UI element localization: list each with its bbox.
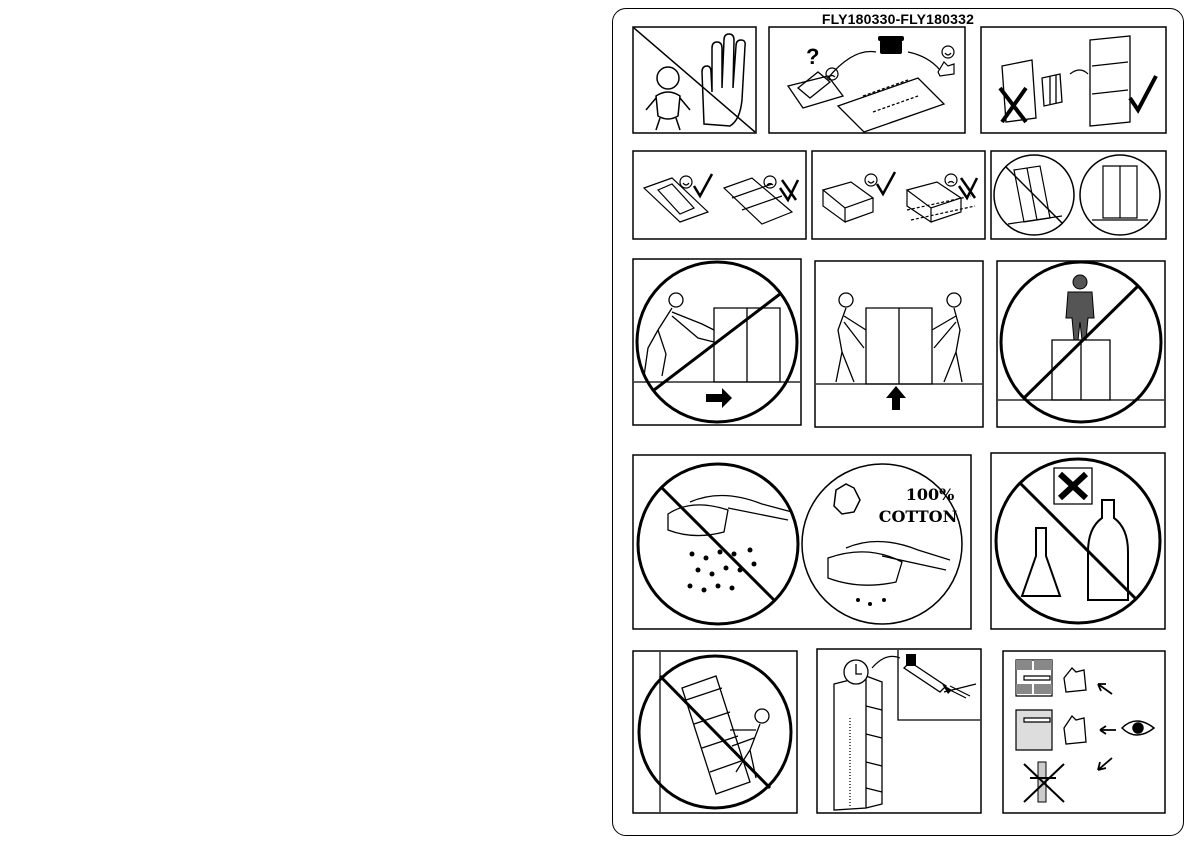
standing-person-icon [1066, 275, 1094, 340]
person-icon [839, 293, 853, 307]
level-floor-panel [990, 150, 1167, 240]
pointer-arrow-icon [872, 656, 900, 668]
check-mark-icon [877, 172, 895, 194]
arrow-right-icon [706, 388, 732, 408]
cross-mark-icon [1000, 88, 1026, 122]
question-mark-icon: ? [806, 44, 819, 69]
thumbs-up-icon [1064, 668, 1086, 692]
assemble-on-soft-surface-phone-help-panel: ? [768, 26, 966, 134]
assemble-on-carpet-panel [632, 150, 807, 240]
wet-sponge-hand-icon [668, 495, 792, 535]
wall-anchor-panel [816, 648, 982, 814]
manual-icon [1042, 74, 1062, 106]
instruction-sheet: FLY180330-FLY180332 [612, 8, 1184, 836]
cross-mark-icon [1060, 474, 1086, 498]
do-not-push-panel [632, 258, 802, 426]
allowed-circle [802, 464, 962, 624]
smiley-face-icon [942, 46, 954, 58]
prohibition-circle [639, 656, 791, 808]
thumbs-up-icon [938, 62, 954, 76]
upright-wardrobe-icon [1092, 166, 1148, 220]
prohibition-circle [996, 459, 1160, 623]
cleaning-instructions-panel: 100% COTTON [632, 454, 972, 630]
trash-bin-icon [1002, 60, 1036, 122]
cross-mark-icon [1024, 764, 1064, 802]
prohibition-circle [637, 262, 797, 422]
water-drops-icon [687, 547, 757, 593]
tip-over-warning-panel [632, 650, 798, 814]
sad-face-icon [826, 68, 838, 80]
flask-icon [1022, 528, 1060, 596]
thumbs-up-icon [1064, 716, 1086, 744]
sad-face-icon [764, 176, 776, 188]
arrow-up-icon [886, 386, 906, 410]
prohibition-circle [638, 464, 798, 624]
check-mark-icon [694, 174, 712, 196]
arrow-down-left-icon [1098, 758, 1112, 770]
person-icon [669, 293, 683, 307]
two-person-lift-panel [814, 260, 984, 428]
hazard-label-icon [1054, 468, 1092, 504]
no-chemicals-panel [990, 452, 1166, 630]
person-icon [947, 293, 961, 307]
smiley-face-icon [680, 176, 692, 188]
tilted-wardrobe-icon [1008, 166, 1062, 224]
arrow-up-left-icon [1098, 684, 1112, 694]
stop-hand-icon [702, 34, 745, 126]
sad-face-icon [945, 174, 957, 186]
bottle-icon [1088, 500, 1128, 600]
assemble-on-floor-panel [811, 150, 986, 240]
keep-away-from-children-panel [632, 26, 757, 134]
baby-icon [646, 67, 690, 130]
keep-instructions-panel [980, 26, 1167, 134]
leather-icon [834, 484, 860, 514]
arrow-left-icon [1100, 726, 1116, 734]
brick-wall-icon [1016, 660, 1052, 696]
check-wall-type-panel [1002, 650, 1166, 814]
prohibition-circle [994, 155, 1074, 235]
filing-cabinet-icon [1090, 36, 1130, 126]
model-range-title: FLY180330-FLY180332 [821, 11, 975, 27]
telephone-icon [878, 36, 904, 54]
person-icon [755, 709, 769, 723]
concrete-wall-icon [1016, 710, 1052, 750]
do-not-stand-on-panel [996, 260, 1166, 428]
cotton-percent: 100% [906, 485, 955, 504]
eye-icon [1122, 721, 1154, 735]
dry-cloth-hand-icon [828, 541, 950, 585]
cross-mark-icon [959, 178, 977, 198]
smiley-face-icon [865, 174, 877, 186]
check-mark-icon [1130, 76, 1156, 110]
cotton-label: COTTON [879, 507, 957, 526]
cross-mark-icon [780, 180, 798, 200]
prohibition-circle [1001, 262, 1161, 422]
